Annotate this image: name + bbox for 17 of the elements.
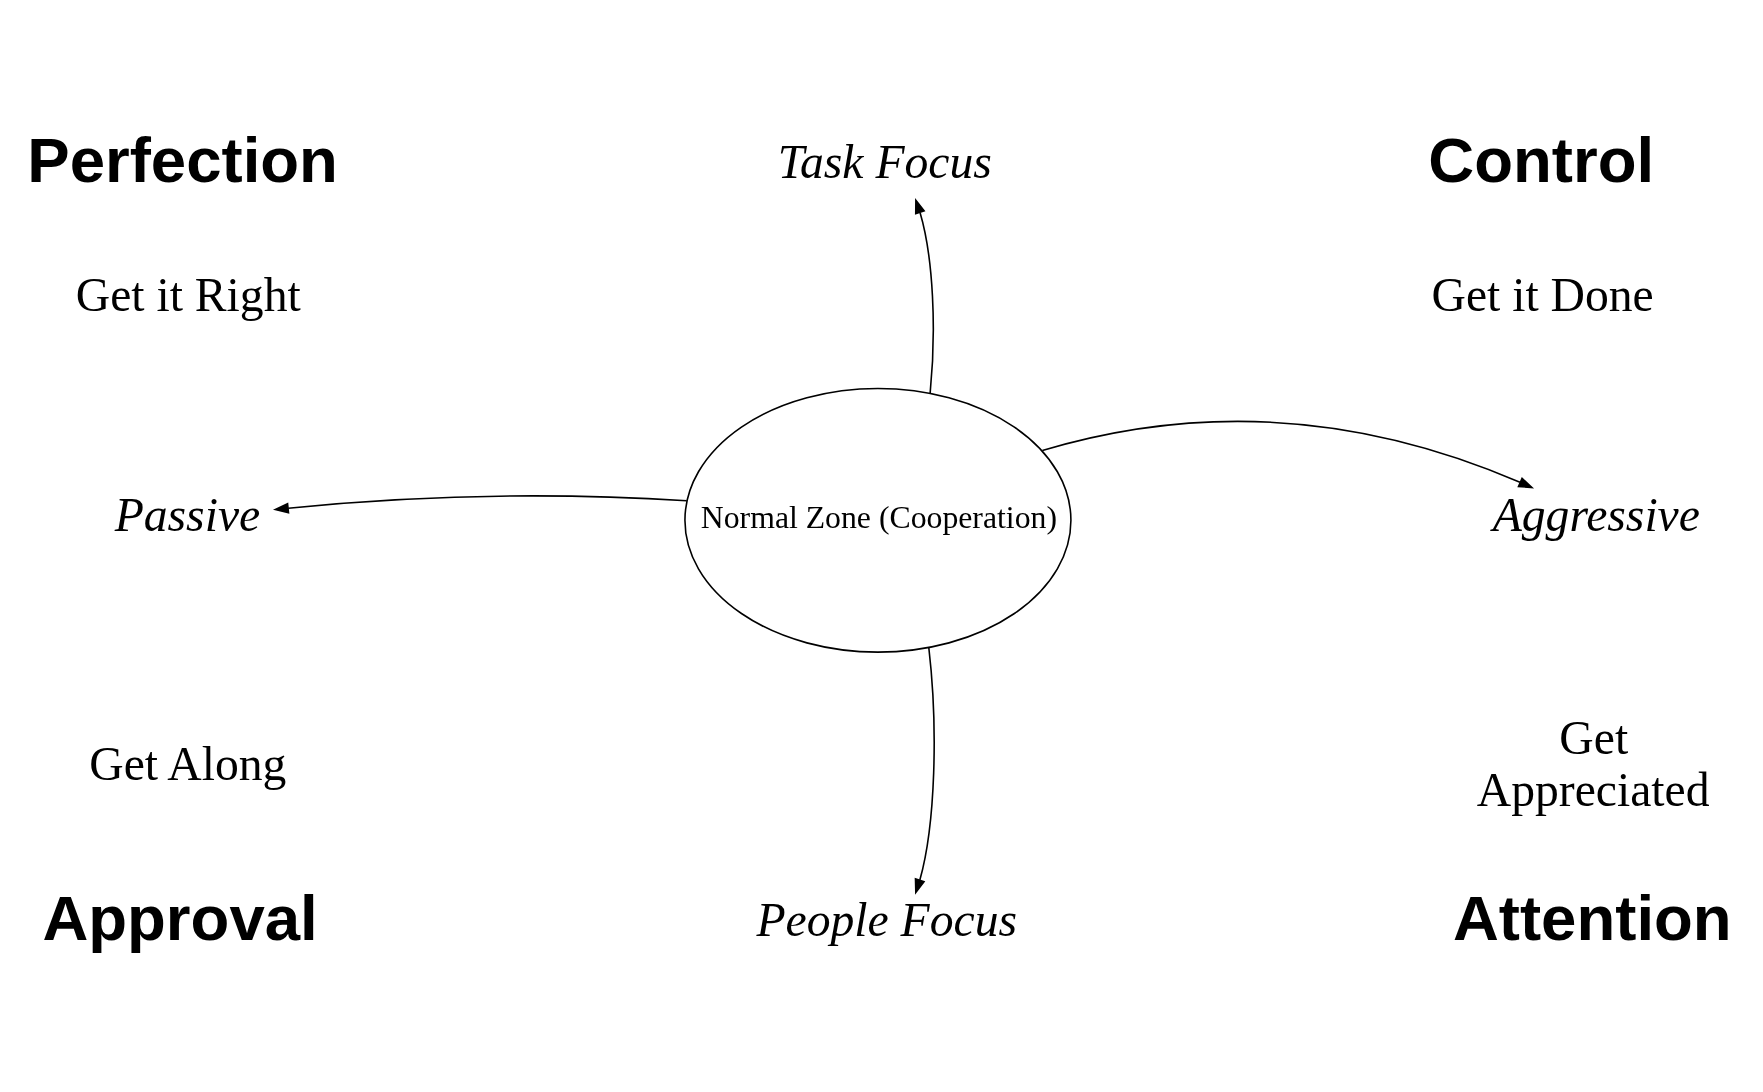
arrow <box>273 494 688 514</box>
node-text: Task Focus <box>777 135 992 188</box>
label: Get it Right <box>75 268 301 321</box>
arrow <box>914 197 935 394</box>
label: Attention <box>1452 881 1732 953</box>
arrow <box>914 646 935 895</box>
label: Get Along <box>89 737 287 790</box>
node-ellipse: Normal Zone (Cooperation) <box>684 387 1072 653</box>
label: Control <box>1428 123 1655 195</box>
label: Approval <box>42 881 318 953</box>
node-text: People Focus <box>756 893 1018 946</box>
label: Get Appreciated <box>1476 711 1710 816</box>
node-text: Passive <box>114 488 261 541</box>
label: Get it Done <box>1431 268 1654 321</box>
label: Perfection <box>27 123 338 195</box>
arrow <box>1041 420 1535 488</box>
node-text: Aggressive <box>1492 488 1700 541</box>
